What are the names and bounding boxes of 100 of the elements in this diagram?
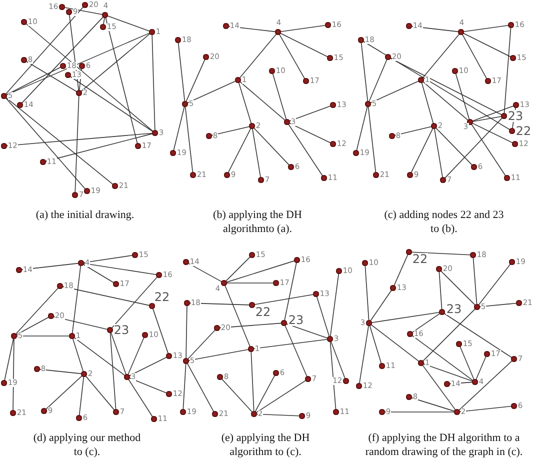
- graph-edge: [444, 313, 512, 358]
- vertex-dot: [11, 333, 17, 339]
- vertex-dot: [183, 358, 189, 364]
- graph-edge: [254, 374, 276, 412]
- vertex-dot: [390, 285, 396, 291]
- graph-edge: [440, 270, 476, 306]
- vertex-dot: [149, 29, 155, 35]
- vertex-dot: [206, 133, 212, 139]
- figure-caption: (d) applying our method to (c).: [32, 431, 142, 459]
- graph-edge: [278, 34, 306, 80]
- graph-edge: [280, 24, 326, 32]
- graph-edge: [364, 265, 370, 321]
- graph-edge: [186, 362, 214, 412]
- graph-edge: [110, 332, 116, 410]
- graph-edge: [444, 118, 503, 178]
- vertex-dot: [183, 259, 189, 265]
- graph-edge: [62, 286, 150, 306]
- vertex-dot: [325, 22, 331, 28]
- graph-edge: [412, 335, 474, 381]
- graph-edge: [5, 6, 84, 94]
- graph-edge: [256, 380, 306, 413]
- graph-edge: [272, 73, 287, 120]
- graph-edge: [26, 23, 154, 132]
- vertex-dot: [269, 68, 275, 74]
- graph-edge: [129, 378, 167, 394]
- graph-edge: [359, 325, 369, 384]
- graph-edge: [5, 98, 86, 190]
- graph-edge: [26, 61, 78, 92]
- vertex-dot: [330, 141, 336, 147]
- vertex-dot: [180, 409, 186, 415]
- graph-edge: [80, 33, 150, 92]
- graph-edge: [254, 294, 314, 305]
- vertex-dot: [303, 78, 309, 84]
- vertex-dot: [17, 102, 23, 108]
- vertex-dot: [513, 102, 519, 108]
- graph-edge: [105, 17, 138, 144]
- vertex-dot: [439, 309, 445, 315]
- graph-edge: [252, 128, 261, 178]
- vertex-dot: [327, 336, 333, 342]
- vertex-dot: [389, 133, 395, 139]
- vertex-dot: [273, 280, 279, 286]
- graph-edge: [187, 80, 236, 104]
- vertex-dot: [34, 366, 40, 372]
- graph-edge: [286, 324, 328, 338]
- graph-edge: [330, 341, 346, 379]
- vertex-dot: [223, 23, 229, 29]
- vertex-dot: [440, 177, 446, 183]
- vertex-dot: [175, 37, 181, 43]
- vertex-dot: [281, 320, 287, 326]
- graph-edge: [394, 126, 432, 136]
- graph-edge: [289, 122, 331, 144]
- vertex-dot: [365, 101, 371, 107]
- vertex-dot: [471, 164, 477, 170]
- graph-edge: [462, 34, 488, 80]
- vertex-dot: [510, 55, 516, 61]
- vertex-dot: [149, 303, 155, 309]
- vertex-dot: [373, 172, 379, 178]
- vertex-dot: [113, 281, 119, 287]
- vertex-dot: [76, 415, 82, 421]
- vertex-dot: [407, 172, 413, 178]
- vertex-dot: [458, 29, 464, 35]
- vertex-dot: [235, 77, 241, 83]
- vertex-dot: [1, 143, 7, 149]
- vertex-dot: [10, 410, 16, 416]
- graph-edge: [74, 337, 126, 376]
- vertex-dot: [358, 37, 364, 43]
- graph-edge: [288, 124, 323, 176]
- vertex-dot: [356, 383, 362, 389]
- vertex-dot: [294, 257, 300, 263]
- vertex-dot: [385, 54, 391, 60]
- vertex-dot: [48, 313, 54, 319]
- graph-edge: [371, 312, 440, 323]
- vertex-dot: [142, 332, 148, 338]
- graph-edge: [72, 338, 84, 372]
- figure-caption: (e) applying the DH algorithm to (c).: [220, 431, 311, 459]
- graph-edge: [39, 368, 82, 374]
- vertex-dot: [509, 128, 515, 134]
- graph-edge: [188, 262, 222, 282]
- node-label: 23: [288, 314, 304, 326]
- vertex-dot: [249, 302, 255, 308]
- vertex-dot: [273, 370, 279, 376]
- vertex-dot: [251, 411, 257, 417]
- graph-edge: [330, 341, 336, 410]
- graph-edge: [221, 378, 253, 412]
- graph-edge: [82, 264, 114, 283]
- graph-edge: [70, 76, 154, 132]
- graph-edge: [472, 116, 502, 122]
- vertex-dot: [60, 63, 66, 69]
- graph-edge: [423, 364, 473, 382]
- graph-edge: [390, 58, 502, 116]
- graph-edge: [187, 330, 216, 360]
- graph-edge: [330, 273, 340, 337]
- graph-edge: [284, 262, 297, 321]
- graph-edge: [472, 106, 514, 122]
- vertex-dot: [100, 24, 106, 30]
- vertex-dot: [72, 192, 78, 198]
- vertex-dot: [299, 413, 305, 419]
- graph-edge: [479, 302, 517, 308]
- graph-edge: [512, 107, 516, 129]
- graph-edge: [219, 322, 282, 328]
